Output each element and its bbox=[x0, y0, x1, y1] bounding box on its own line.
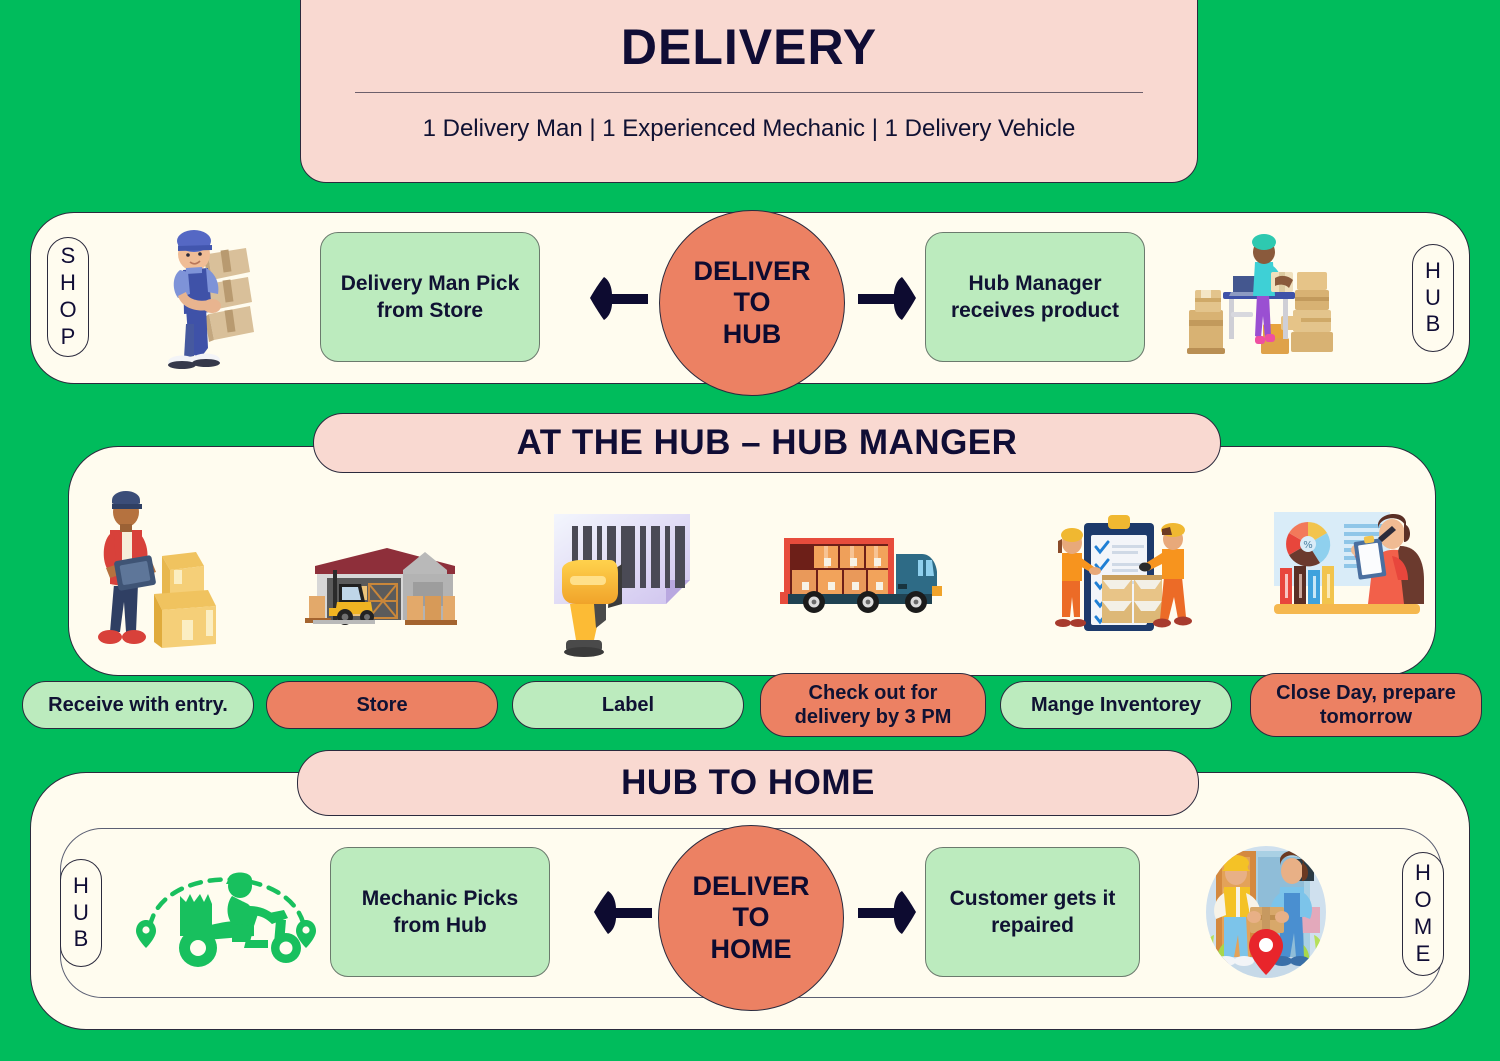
barcode-scanner-illustration bbox=[550, 504, 700, 659]
delivery-man-carrying-boxes-illustration bbox=[150, 224, 262, 376]
endcap-home: H O M E bbox=[1402, 852, 1444, 976]
endcap-hub-row1-l2: U bbox=[1425, 284, 1441, 310]
loaded-delivery-truck-illustration bbox=[780, 530, 945, 620]
step-chip-receive: Receive with entry. bbox=[22, 681, 254, 729]
endcap-home-l3: M bbox=[1413, 914, 1433, 939]
step-box-mechanic-picks-label: Mechanic Picks from Hub bbox=[361, 886, 519, 937]
endcap-home-l1: H bbox=[1415, 860, 1431, 886]
deliver-to-hub-label: DELIVER TO HUB bbox=[693, 255, 811, 349]
endcap-hub-row1-l3: B bbox=[1425, 311, 1441, 337]
endcap-hub-row3-l2: U bbox=[73, 899, 89, 925]
step-chip-close-day: Close Day, prepare tomorrow bbox=[1250, 673, 1482, 737]
step-chip-close-day-label: Close Day, prepare tomorrow bbox=[1276, 681, 1456, 728]
right-arrow-icon bbox=[856, 276, 918, 322]
endcap-shop: S H O P bbox=[47, 237, 89, 357]
endcap-hub-row1: H U B bbox=[1412, 244, 1454, 352]
header-subtitle: 1 Delivery Man | 1 Experienced Mechanic … bbox=[422, 115, 1076, 143]
svg-text:%: % bbox=[1303, 540, 1313, 551]
endcap-hub-row1-l1: H bbox=[1425, 257, 1441, 283]
hub-manager-at-desk-with-boxes-illustration bbox=[1185, 232, 1345, 360]
step-box-mechanic-picks: Mechanic Picks from Hub bbox=[330, 847, 550, 977]
endcap-shop-l4: P bbox=[60, 323, 76, 349]
hub-section-title: AT THE HUB – HUB MANGER bbox=[516, 423, 1018, 462]
endcap-home-l2: O bbox=[1414, 887, 1432, 913]
worker-with-clipboard-and-boxes-illustration bbox=[88, 482, 228, 652]
endcap-shop-l3: O bbox=[59, 297, 77, 322]
step-chip-store: Store bbox=[266, 681, 498, 729]
hub-to-home-banner: HUB TO HOME bbox=[297, 750, 1199, 816]
warehouse-with-forklift-illustration bbox=[295, 540, 465, 640]
step-chip-checkout-label: Check out for delivery by 3 PM bbox=[794, 681, 952, 728]
endcap-shop-l1: S bbox=[60, 243, 76, 269]
step-box-delivery-man-pick: Delivery Man Pick from Store bbox=[320, 232, 540, 362]
endcap-hub-row3: H U B bbox=[60, 859, 102, 967]
endcap-hub-row3-l1: H bbox=[73, 872, 89, 898]
hub-to-home-title: HUB TO HOME bbox=[621, 763, 875, 802]
step-box-customer-gets-repaired-label: Customer gets it repaired bbox=[949, 886, 1116, 937]
step-chip-receive-label: Receive with entry. bbox=[48, 693, 228, 716]
deliver-to-home-circle: DELIVER TO HOME bbox=[658, 825, 844, 1011]
hub-section-banner: AT THE HUB – HUB MANGER bbox=[313, 413, 1221, 473]
inventory-checklist-workers-illustration bbox=[1050, 505, 1195, 650]
left-arrow-icon-row3 bbox=[592, 890, 654, 936]
step-box-customer-gets-repaired: Customer gets it repaired bbox=[925, 847, 1140, 977]
step-chip-checkout: Check out for delivery by 3 PM bbox=[760, 673, 986, 737]
page-title: DELIVERY bbox=[620, 18, 878, 75]
left-arrow-icon bbox=[588, 276, 650, 322]
step-chip-store-label: Store bbox=[356, 693, 408, 716]
step-chip-label: Label bbox=[512, 681, 744, 729]
step-box-delivery-man-pick-label: Delivery Man Pick from Store bbox=[340, 271, 520, 322]
deliver-to-home-label: DELIVER TO HOME bbox=[692, 870, 810, 964]
step-chip-manage-inventory: Mange Inventorey bbox=[1000, 681, 1232, 729]
step-box-hub-manager-receives-label: Hub Manager receives product bbox=[950, 271, 1120, 322]
endcap-home-l4: E bbox=[1415, 940, 1431, 966]
header-divider bbox=[354, 91, 1144, 94]
endcap-hub-row3-l3: B bbox=[73, 926, 89, 952]
step-chip-label-label: Label bbox=[601, 693, 655, 716]
courier-handing-package-to-customer-illustration bbox=[1196, 845, 1336, 980]
green-scooter-delivery-route-icon bbox=[128, 848, 324, 972]
deliver-to-hub-circle: DELIVER TO HUB bbox=[659, 210, 845, 396]
endcap-shop-l2: H bbox=[60, 270, 76, 296]
header-banner: DELIVERY 1 Delivery Man | 1 Experienced … bbox=[300, 0, 1198, 183]
right-arrow-icon-row3 bbox=[856, 890, 918, 936]
step-box-hub-manager-receives: Hub Manager receives product bbox=[925, 232, 1145, 362]
step-chip-manage-inventory-label: Mange Inventorey bbox=[1030, 693, 1202, 716]
hub-section-card bbox=[68, 446, 1436, 676]
analytics-report-desk-illustration: % bbox=[1272, 508, 1432, 638]
